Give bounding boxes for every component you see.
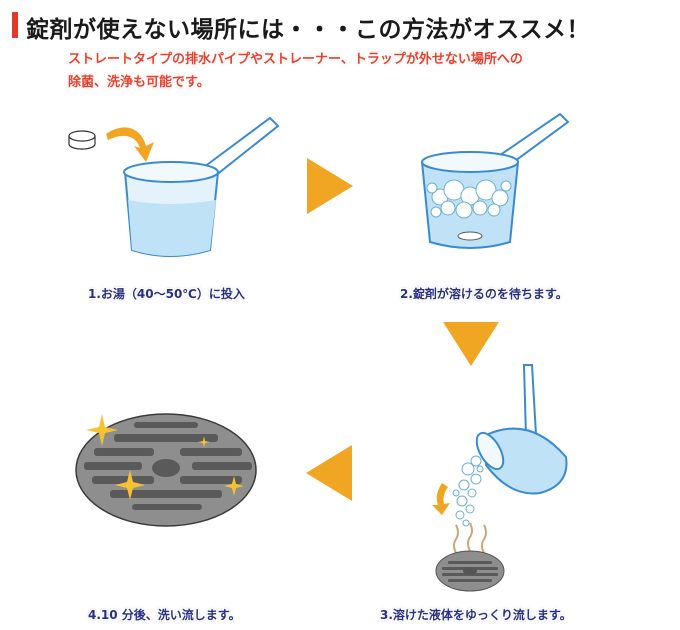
small-arrow-icon [432, 483, 450, 515]
subtitle-line-1: ストレートタイプの排水パイプやストレーナー、トラップが外せない場所への [68, 52, 523, 67]
tilted-pot-icon [475, 364, 568, 495]
step3-illustration [432, 364, 568, 592]
curved-arrow-icon [106, 127, 154, 162]
step1-illustration [68, 116, 280, 257]
step2-illustration [421, 112, 570, 249]
title-accent-bar [12, 12, 18, 38]
pouring-bubbles-icon [452, 455, 484, 527]
sparkle-icon [86, 414, 244, 500]
subtitle-line-2: 除菌、洗浄も可能です。 [68, 75, 210, 90]
tablet-icon [68, 130, 96, 150]
step2-caption: 2.錠剤が溶けるのを待ちます。 [400, 287, 568, 301]
arrow-right-icon [307, 158, 353, 214]
page-title: 錠剤が使えない場所には・・・この方法がオススメ！ [26, 17, 590, 43]
pot-icon [123, 116, 280, 257]
arrow-down-icon [443, 322, 499, 366]
small-drain-icon [435, 550, 505, 592]
steam-icon [453, 522, 487, 554]
drain-cover-icon [75, 413, 257, 527]
pot-bubbles-icon [421, 112, 570, 249]
step4-illustration [75, 413, 257, 527]
step1-caption: 1.お湯（40～50℃）に投入 [88, 287, 245, 301]
step3-caption: 3.溶けた液体をゆっくり流します。 [380, 608, 572, 622]
arrow-left-icon [306, 445, 352, 501]
step4-caption: 4.10 分後、洗い流します。 [88, 608, 241, 622]
